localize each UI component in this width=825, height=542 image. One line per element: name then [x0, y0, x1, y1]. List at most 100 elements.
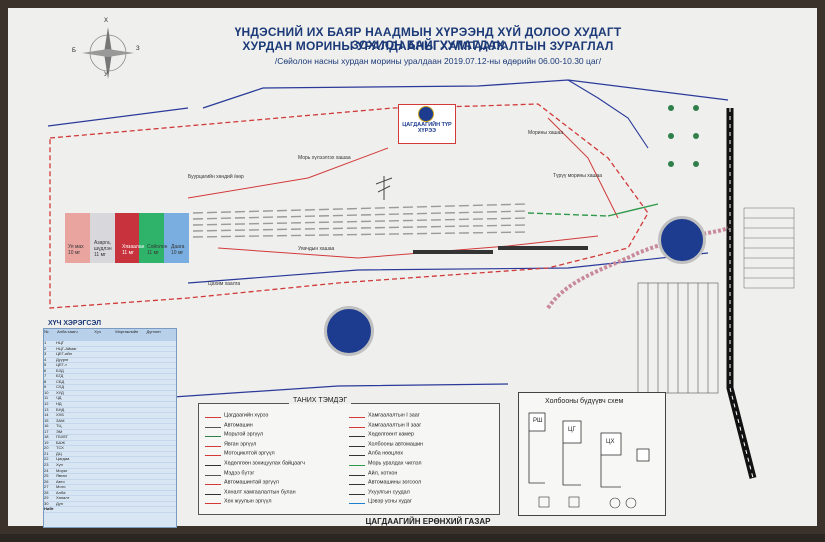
compass-east: З	[136, 46, 140, 52]
resource-table-total: Нийт	[44, 507, 176, 513]
title-line-2: ХУРДАН МОРИНЫ УРАЛДААНЫ ХАМГААЛАЛТЫН ЗУР…	[242, 39, 614, 53]
finish-zone-3	[114, 213, 140, 263]
finish-zone-panel	[65, 213, 189, 263]
legend-item: Ухуулгын суудал	[349, 489, 410, 495]
table-cell: 13	[44, 406, 49, 412]
legend-item: Хөх жуулын эргүүл	[205, 498, 272, 505]
table-cell: 20	[44, 445, 49, 451]
legend-item-label: Ухуулгын суудал	[368, 489, 410, 496]
legend-symbol-icon	[205, 450, 221, 457]
label-horse-pen: Морины хашаа	[528, 130, 564, 136]
finish-zone-label-3: Хязаалан 11 мг	[122, 244, 145, 256]
label-cash-gate: Цахим хаалга	[208, 281, 241, 287]
table-cell: БАЖ	[56, 439, 65, 445]
legend-item-label: Морь уралдах чиглэл	[368, 460, 422, 467]
table-row: 16 ТЦ	[44, 424, 176, 430]
legend-item: Мотоциклтой эргүүл	[205, 450, 275, 457]
legend-symbol-icon	[205, 441, 221, 447]
police-emblem-icon	[418, 106, 434, 122]
table-cell: 26	[44, 478, 49, 484]
legend-symbol-icon	[205, 460, 221, 466]
table-cell: ДЦ	[56, 450, 62, 456]
legend-item: Хөдөлгөөн зохицуулах байцаагч	[205, 460, 305, 466]
comm-box-2: ЦГ	[568, 427, 576, 433]
legend-symbol-icon	[349, 422, 365, 428]
table-row: 10 ХУД	[44, 389, 176, 397]
legend-item: Холбооны автомашин	[349, 441, 423, 447]
table-cell: 2	[44, 345, 47, 351]
legend-item: Айл, хотхон	[349, 470, 397, 476]
table-cell: 6	[44, 367, 47, 373]
legend-title: ТАНИХ ТЭМДЭГ	[289, 397, 352, 404]
finish-zone-4	[139, 213, 165, 263]
finish-zone-2	[89, 213, 115, 263]
table-cell: 4	[44, 356, 47, 362]
legend-item-label: Морьтой эргүүл	[224, 431, 264, 438]
compass-west: Б	[72, 48, 76, 54]
legend-symbol-icon	[349, 412, 365, 418]
title-line-1: ҮНДЭСНИЙ ИХ БАЯР НААДМЫН ХҮРЭЭНД ХҮЙ ДОЛ…	[234, 25, 622, 52]
legend-symbol-icon	[349, 479, 365, 486]
compass-south: У	[104, 72, 108, 78]
table-cell: 29	[44, 495, 49, 501]
table-cell: ЭМ	[56, 428, 63, 434]
table-cell: БГД	[56, 373, 64, 379]
table-cell: Дүн	[56, 500, 63, 506]
table-cell: СБД	[56, 378, 65, 384]
table-row: 19 БАЖ	[44, 439, 176, 447]
table-cell: 14	[44, 412, 49, 418]
label-trainers-pen: Уяачдын хашаа	[298, 246, 335, 252]
table-cell: ТЦ	[56, 423, 62, 429]
table-cell: 21	[44, 450, 49, 456]
table-cell: 22	[44, 456, 49, 462]
legend-item: Автомашинтай эргүүл	[205, 479, 279, 486]
table-cell: 16	[44, 423, 49, 429]
table-cell: 11	[44, 395, 49, 401]
table-cell: НЦГ	[56, 340, 65, 345]
label-valley: Буурцагийн хөндий /өөр	[188, 174, 244, 180]
legend-item-label: Хөх жуулын эргүүл	[224, 498, 272, 505]
table-cell: 17	[44, 428, 49, 434]
table-cell: ХУД	[56, 389, 64, 395]
legend-symbol-icon	[205, 470, 221, 476]
table-cell: 19	[44, 439, 49, 445]
table-cell: 10	[44, 389, 49, 395]
legend-item: Цэвэр усны худаг	[349, 498, 412, 505]
resource-table-title: ХҮЧ ХЭРЭГСЭЛ	[48, 320, 102, 327]
label-winner-pen: Түрүү морины хашаа	[553, 173, 603, 179]
table-cell: ЦЕГ-ийн	[56, 351, 72, 357]
legend-item-label: Мотоциклтой эргүүл	[224, 450, 275, 457]
legend-symbol-icon	[349, 431, 365, 438]
table-cell: Мото	[56, 484, 66, 490]
legend-item-label: Айл, хотхон	[368, 470, 398, 477]
table-cell: 25	[44, 473, 49, 479]
title-subtitle: /Сѳйолон насны хурдан морины уралдаан 20…	[274, 56, 602, 66]
compass-rose-icon	[82, 27, 134, 79]
police-emblem-large-2-icon	[324, 306, 374, 356]
comm-scheme-title: Холбооны бүдүүвч схем	[545, 398, 624, 405]
table-cell: БЗД	[56, 367, 64, 373]
legend-symbol-icon	[349, 470, 365, 476]
table-cell: ЦЕГ-т	[56, 362, 67, 368]
legend-symbol-icon	[205, 412, 221, 418]
comm-scheme-panel: Холбооны бүдүүвч схем РШ ЦГ ЦХ	[518, 392, 666, 516]
legend-item-label: Хамгаалалтын II зааг	[368, 422, 422, 429]
table-cell: 18	[44, 434, 49, 440]
legend-item: Автомашин	[205, 422, 253, 428]
comm-box-1: РШ	[533, 418, 543, 424]
table-cell: 1	[44, 340, 47, 345]
table-cell: 28	[44, 489, 49, 495]
